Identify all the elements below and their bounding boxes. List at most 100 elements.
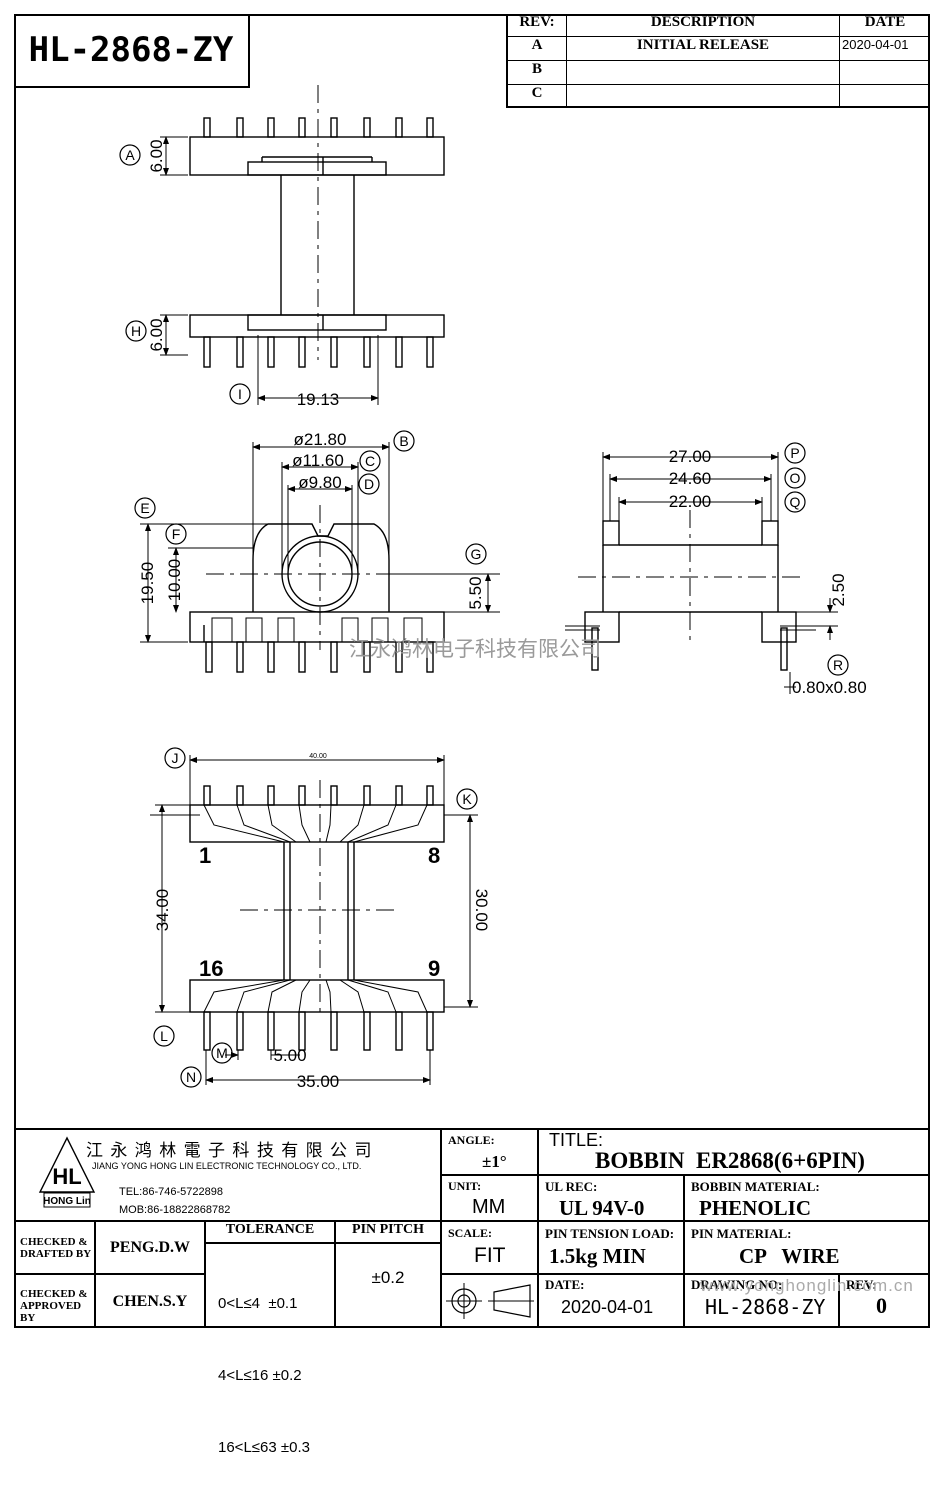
projection-symbol-cell <box>442 1275 539 1328</box>
balloon-m: M <box>216 1045 228 1061</box>
bobbin-material-value: PHENOLIC <box>699 1196 812 1220</box>
balloon-c: C <box>365 453 375 469</box>
scale-cell: SCALE: FIT <box>442 1222 539 1275</box>
date-cell: DATE: 2020-04-01 <box>539 1275 685 1328</box>
scale-value: FIT <box>474 1244 506 1267</box>
dim-h: 6.00 <box>147 318 166 351</box>
balloon-f: F <box>172 526 181 542</box>
balloon-n: N <box>186 1069 196 1085</box>
bobbin-material-cell: BOBBIN MATERIAL: PHENOLIC <box>685 1176 930 1222</box>
rev-label: REV: <box>846 1277 877 1292</box>
checked-drafted-line2: DRAFTED BY <box>20 1248 92 1260</box>
balloon-d: D <box>364 476 374 492</box>
dimension-labels: 6.00 6.00 19.13 ø21.80 ø11.60 ø9.80 19.5… <box>138 139 867 1091</box>
tolerance-label: TOLERANCE <box>206 1222 334 1244</box>
revision-row: B <box>508 61 930 85</box>
balloon-k: K <box>462 791 472 807</box>
side-view <box>160 85 445 405</box>
bobbin-material-label: BOBBIN MATERIAL: <box>691 1179 820 1194</box>
date-cell: 2020-04-01 <box>842 37 909 52</box>
company-watermark: 江永鸿林电子科技有限公司 <box>349 638 601 661</box>
dim-height: 2.50 <box>829 573 848 606</box>
pin-pitch-label: PIN PITCH <box>336 1222 440 1244</box>
rev-cell: A <box>508 37 567 60</box>
company-logo: HL HONG Lin <box>38 1136 96 1208</box>
title-cell: TITLE: BOBBIN ER2868(6+6PIN) <box>539 1130 930 1176</box>
unit-cell: UNIT: MM <box>442 1176 539 1222</box>
part-number-text: HL-2868-ZY <box>28 30 234 70</box>
checked-drafted-value: PENG.D.W <box>96 1222 206 1275</box>
pin-material-value: CP WIRE <box>739 1244 840 1268</box>
tolerance-row: 4<L≤16 ±0.2 <box>218 1367 302 1384</box>
dim-d: ø9.80 <box>298 473 341 492</box>
dim-f: 10.00 <box>165 559 184 602</box>
pin-tension-value: 1.5kg MIN <box>549 1244 646 1268</box>
dim-m: 5.00 <box>273 1046 306 1065</box>
rev-cell: B <box>508 61 567 84</box>
balloon-g: G <box>471 546 482 562</box>
checked-approved-line1: CHECKED & <box>20 1288 88 1300</box>
website-watermark: www.yonghonglin.com.cn <box>700 1276 914 1295</box>
dim-g: 5.50 <box>466 576 485 609</box>
description-cell: INITIAL RELEASE <box>567 37 840 60</box>
pin-pitch-cell: PIN PITCH ±0.2 <box>336 1222 442 1328</box>
company-name-en: JIANG YONG HONG LIN ELECTRONIC TECHNOLOG… <box>92 1161 362 1171</box>
balloon-o: O <box>790 470 801 486</box>
pin-tension-label: PIN TENSION LOAD: <box>545 1226 675 1241</box>
dim-j: 40.00 <box>309 753 327 760</box>
balloon-i: I <box>238 386 242 402</box>
angle-label: ANGLE: <box>448 1133 495 1147</box>
balloon-r: R <box>833 657 843 673</box>
rev-value: 0 <box>876 1293 887 1318</box>
dim-c: ø11.60 <box>292 451 344 470</box>
angle-value: ±1° <box>482 1152 507 1171</box>
balloon-a: A <box>125 147 135 163</box>
pin-1-label: 1 <box>199 843 211 868</box>
title-value: BOBBIN ER2868(6+6PIN) <box>595 1148 865 1173</box>
scale-label: SCALE: <box>448 1226 493 1240</box>
company-name-cn: 江 永 鸿 林 電 子 科 技 有 限 公 司 <box>86 1141 373 1161</box>
dim-b: ø21.80 <box>294 430 347 449</box>
dim-a: 6.00 <box>147 139 166 172</box>
front-view <box>140 442 500 673</box>
company-mob: MOB:86-18822868782 <box>119 1204 231 1216</box>
ul-cell: UL REC: UL 94V-0 <box>539 1176 685 1222</box>
unit-value: MM <box>472 1196 506 1218</box>
date-label: DATE: <box>545 1277 585 1292</box>
dim-n: 35.00 <box>297 1072 340 1091</box>
balloon-p: P <box>790 445 799 461</box>
description-header: DESCRIPTION <box>567 14 840 36</box>
engineering-drawing: A H I B C D E F G P O Q R J K L M N 6.00… <box>119 85 867 1091</box>
checked-approved-value: CHEN.S.Y <box>96 1275 206 1328</box>
ul-label: UL REC: <box>545 1179 598 1194</box>
dim-r: 0.80x0.80 <box>792 678 867 697</box>
drawing-no-cell: DRAWING NO: HL-2868-ZY <box>685 1275 840 1328</box>
company-cell: HL HONG Lin 江 永 鸿 林 電 子 科 技 有 限 公 司 JIAN… <box>16 1130 442 1222</box>
description-cell <box>567 85 840 108</box>
right-view <box>565 452 838 694</box>
part-number-box: HL-2868-ZY <box>14 14 250 88</box>
dim-right: 30.00 <box>472 889 491 932</box>
rev-cell: REV: 0 <box>840 1275 930 1328</box>
date-value: 2020-04-01 <box>561 1297 654 1317</box>
drawing-no-value: HL-2868-ZY <box>705 1295 826 1319</box>
pin-material-cell: PIN MATERIAL: CP WIRE <box>685 1222 930 1275</box>
balloon-e: E <box>140 500 149 516</box>
dim-left: 34.00 <box>153 889 172 932</box>
dim-i: 19.13 <box>297 390 340 409</box>
pin-8-label: 8 <box>428 843 440 868</box>
pin-9-label: 9 <box>428 956 440 981</box>
dim-p: 27.00 <box>669 447 712 466</box>
tolerance-row: 16<L≤63 ±0.3 <box>218 1439 310 1456</box>
company-tel: TEL:86-746-5722898 <box>119 1186 223 1198</box>
checked-approved-label: CHECKED & APPROVED BY <box>16 1275 96 1328</box>
rev-header: REV: <box>508 14 567 36</box>
drawing-no-label: DRAWING NO: <box>691 1277 783 1292</box>
revision-table: REV: DESCRIPTION DATE A INITIAL RELEASE … <box>506 14 930 108</box>
date-header: DATE <box>864 14 906 30</box>
tolerance-cell: TOLERANCE 0<L≤4 ±0.1 4<L≤16 ±0.2 16<L≤63… <box>206 1222 336 1456</box>
balloon-h: H <box>131 323 141 339</box>
unit-label: UNIT: <box>448 1179 482 1193</box>
drawing-border <box>14 14 930 1328</box>
angle-cell: ANGLE: ±1° <box>442 1130 539 1176</box>
